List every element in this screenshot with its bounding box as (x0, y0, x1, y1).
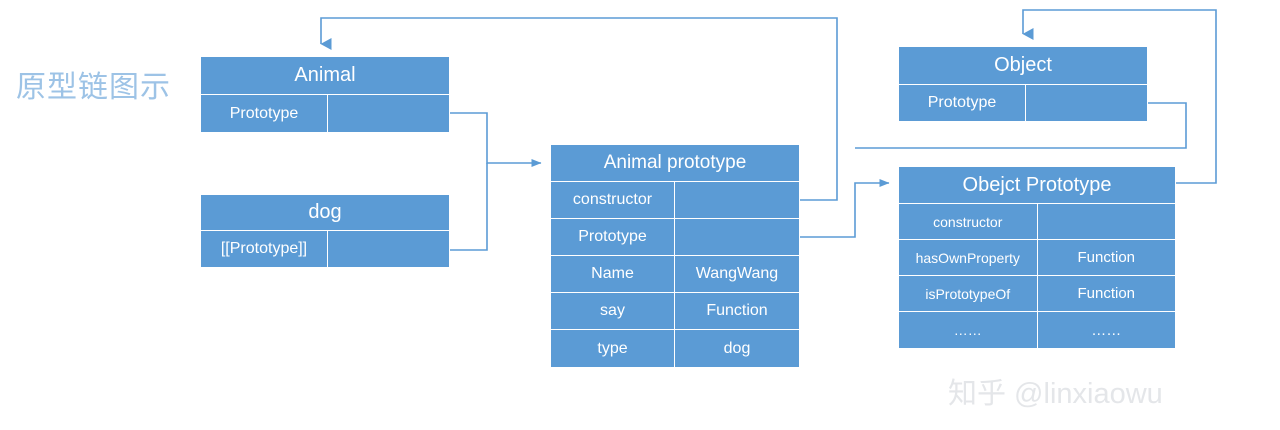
node-object-prototype-header: Obejct Prototype (899, 167, 1175, 204)
table-row: Prototype (551, 219, 799, 256)
cell-value: dog (675, 330, 799, 367)
cell-key: constructor (899, 204, 1038, 239)
cell-key: Prototype (899, 85, 1026, 121)
cell-key: Prototype (201, 95, 328, 132)
cell-value (1037, 204, 1175, 239)
cell-value: WangWang (675, 256, 799, 292)
table-row: Prototype (899, 85, 1147, 121)
wire-animal-prototype-to-object-prototype (800, 179, 890, 238)
table-row: type dog (551, 330, 799, 367)
table-row: …… …… (899, 312, 1175, 348)
cell-key: …… (899, 312, 1038, 348)
table-row: Prototype (201, 95, 449, 132)
table-row: constructor (551, 182, 799, 219)
cell-value (675, 219, 799, 255)
table-row: [[Prototype]] (201, 231, 449, 267)
table-row: isPrototypeOf Function (899, 276, 1175, 312)
cell-key: Prototype (551, 219, 675, 255)
cell-value (328, 231, 449, 267)
cell-key: type (551, 330, 675, 367)
cell-value: Function (1037, 276, 1175, 311)
node-animal[interactable]: Animal Prototype (200, 56, 450, 132)
page-title: 原型链图示 (16, 71, 171, 104)
cell-key: say (551, 293, 675, 329)
table-row: Name WangWang (551, 256, 799, 293)
node-dog[interactable]: dog [[Prototype]] (200, 194, 450, 267)
node-animal-header: Animal (201, 57, 449, 95)
node-animal-prototype[interactable]: Animal prototype constructor Prototype N… (550, 144, 800, 367)
watermark: 知乎 @linxiaowu (948, 378, 1163, 410)
node-object-prototype[interactable]: Obejct Prototype constructor hasOwnPrope… (898, 166, 1176, 348)
cell-value (1026, 85, 1147, 121)
wire-animal-to-animal-prototype (450, 112, 542, 167)
cell-value: Function (675, 293, 799, 329)
cell-key: Name (551, 256, 675, 292)
table-row: constructor (899, 204, 1175, 240)
cell-value: …… (1037, 312, 1175, 348)
cell-value: Function (1037, 240, 1175, 275)
cell-key: hasOwnProperty (899, 240, 1038, 275)
cell-value (328, 95, 449, 132)
node-dog-header: dog (201, 195, 449, 231)
cell-key: constructor (551, 182, 675, 218)
table-row: say Function (551, 293, 799, 330)
node-object-header: Object (899, 47, 1147, 85)
cell-key: [[Prototype]] (201, 231, 328, 267)
node-object[interactable]: Object Prototype (898, 46, 1148, 121)
node-animal-prototype-header: Animal prototype (551, 145, 799, 182)
wire-dog-to-animal-prototype (450, 163, 488, 251)
cell-value (675, 182, 799, 218)
cell-key: isPrototypeOf (899, 276, 1038, 311)
table-row: hasOwnProperty Function (899, 240, 1175, 276)
